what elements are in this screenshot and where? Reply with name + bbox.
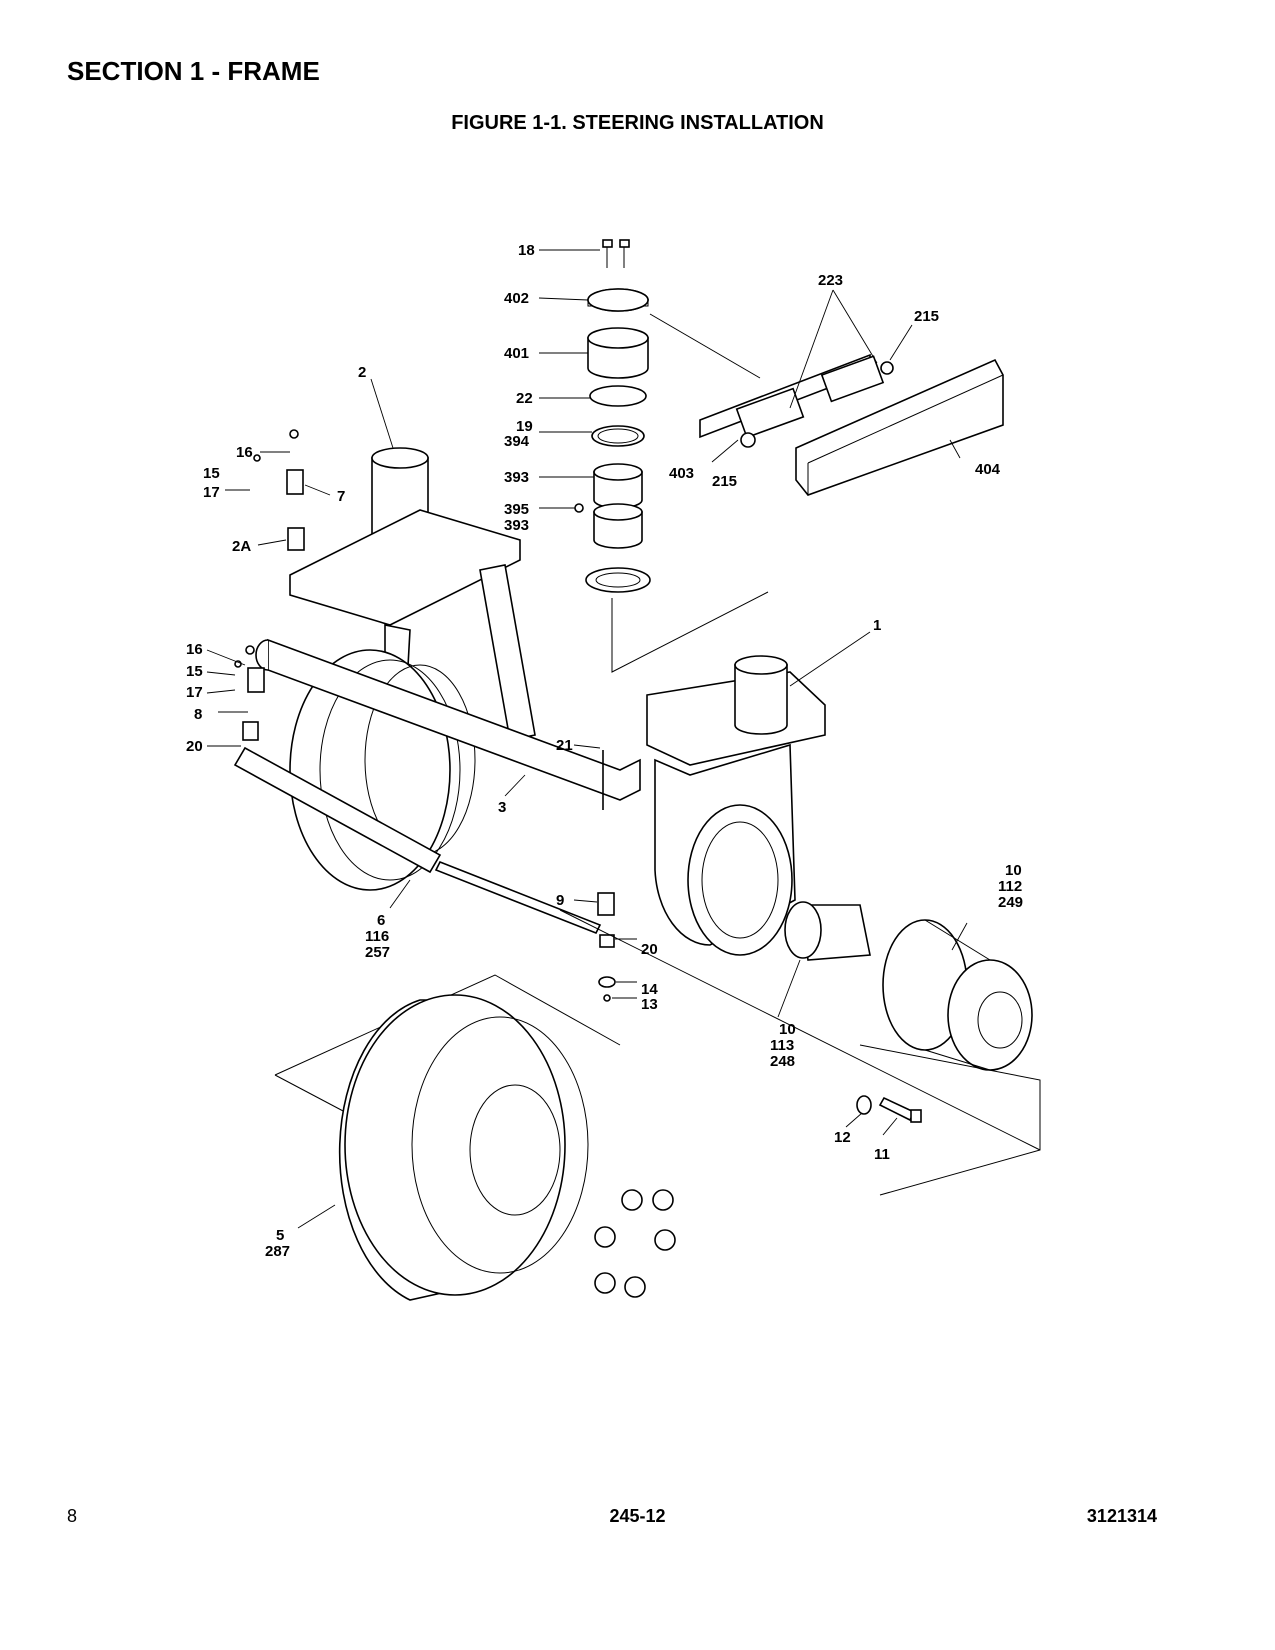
figure-title: FIGURE 1-1. STEERING INSTALLATION <box>451 112 824 134</box>
document-number: 3121314 <box>1086 1506 1157 1526</box>
callout-3: 3 <box>498 799 506 816</box>
wheel-assembly <box>274 909 1041 1301</box>
callout-14: 14 <box>641 981 658 998</box>
callout-402: 402 <box>504 290 529 307</box>
callout-393-lower: 393 <box>504 517 529 534</box>
callout-15-lower: 15 <box>186 663 203 680</box>
callout-labels: 18 402 401 22 19 394 393 395 393 223 215… <box>186 242 1023 1260</box>
bolt-pair-18 <box>602 239 630 268</box>
callout-19: 19 <box>516 418 533 435</box>
section-title: SECTION 1 - FRAME <box>67 56 320 86</box>
callout-16-upper: 16 <box>236 444 253 461</box>
callout-394: 394 <box>504 433 530 450</box>
callout-6: 6 <box>377 912 385 929</box>
model-number: 245-12 <box>609 1506 666 1526</box>
callout-8: 8 <box>194 706 202 723</box>
callout-10-lower: 10 <box>779 1021 796 1038</box>
callout-16-lower: 16 <box>186 641 203 658</box>
callout-17-upper: 17 <box>203 484 220 501</box>
callout-404: 404 <box>975 461 1001 478</box>
callout-113: 113 <box>770 1037 794 1054</box>
callout-395: 395 <box>504 501 529 518</box>
callout-248: 248 <box>770 1053 795 1070</box>
callout-20-left: 20 <box>186 738 203 755</box>
left-fork-assembly <box>233 429 641 935</box>
callout-403: 403 <box>669 465 694 482</box>
callout-5: 5 <box>276 1227 284 1244</box>
callout-393-upper: 393 <box>504 469 529 486</box>
callout-10-upper: 10 <box>1005 862 1022 879</box>
callout-11: 11 <box>874 1146 890 1163</box>
callout-249: 249 <box>998 894 1023 911</box>
callout-257: 257 <box>365 944 390 961</box>
callout-15-upper: 15 <box>203 465 220 482</box>
callout-112: 112 <box>998 878 1022 895</box>
kingpin-stack <box>574 239 769 673</box>
callout-2: 2 <box>358 364 366 381</box>
callout-12: 12 <box>834 1129 851 1146</box>
callout-22: 22 <box>516 390 533 407</box>
right-drive-assembly <box>597 655 1033 1123</box>
page-number: 8 <box>67 1506 78 1526</box>
callout-13: 13 <box>641 996 658 1013</box>
callout-9: 9 <box>556 892 564 909</box>
leader-lines <box>206 249 968 1229</box>
callout-287: 287 <box>265 1243 290 1260</box>
callout-215-lower: 215 <box>712 473 737 490</box>
callout-20-right: 20 <box>641 941 658 958</box>
callout-21: 21 <box>556 737 573 754</box>
callout-401: 401 <box>504 345 529 362</box>
callout-2A: 2A <box>232 538 251 555</box>
callout-223: 223 <box>818 272 843 289</box>
callout-116: 116 <box>365 928 389 945</box>
callout-18: 18 <box>518 242 535 259</box>
callout-17-lower: 17 <box>186 684 203 701</box>
valve-bracket-assembly <box>649 313 1004 496</box>
callout-1: 1 <box>873 617 881 634</box>
callout-215-upper: 215 <box>914 308 939 325</box>
callout-7: 7 <box>337 488 345 505</box>
